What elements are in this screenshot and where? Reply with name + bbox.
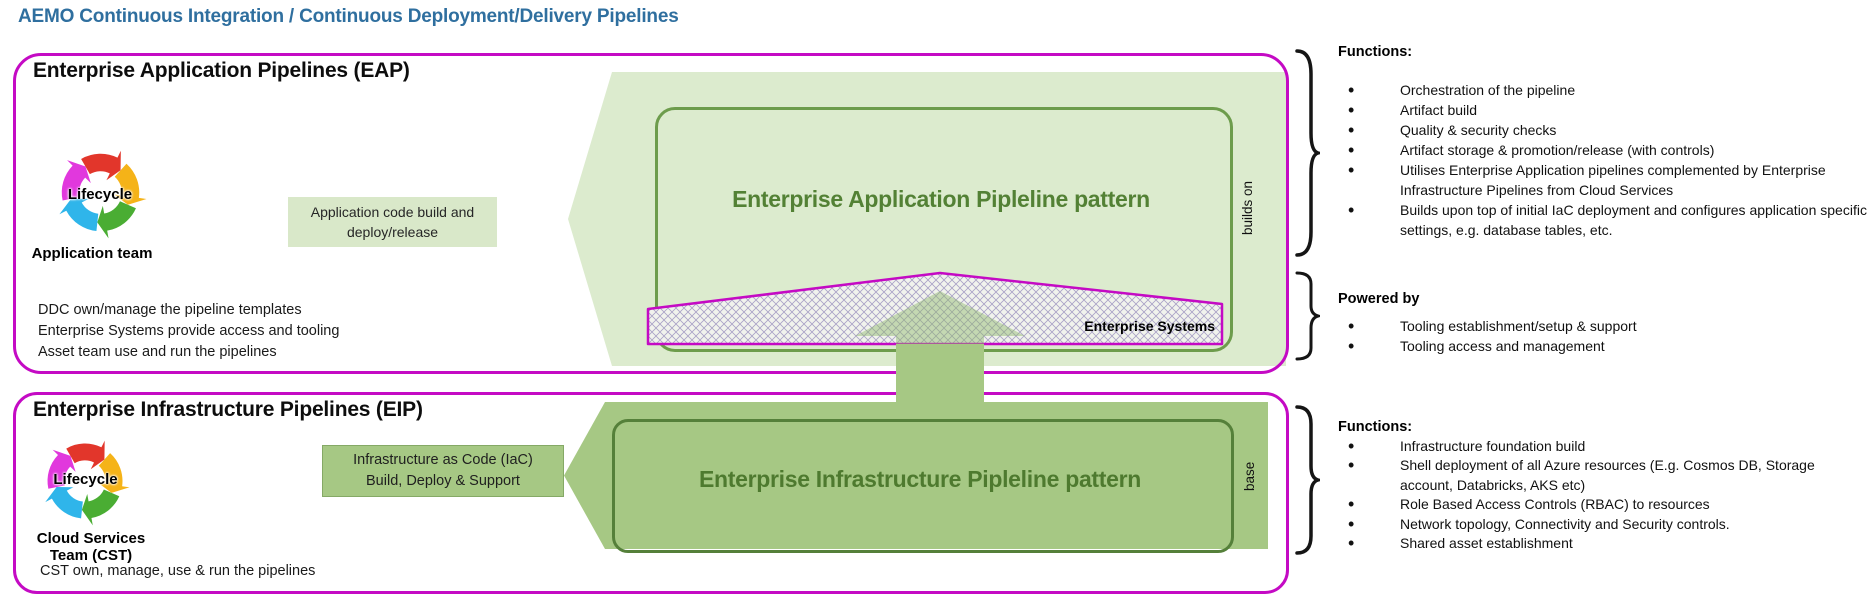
eap-team-label: Application team bbox=[31, 245, 153, 262]
eip-heading: Enterprise Infrastructure Pipelines (EIP… bbox=[33, 398, 423, 421]
eap-functions-heading: Functions: bbox=[1338, 44, 1413, 60]
lifecycle-label: Lifecycle bbox=[67, 186, 133, 203]
powered-by-block: Powered by Tooling establishment/setup &… bbox=[1338, 291, 1868, 356]
eip-function-item: Role Based Access Controls (RBAC) to res… bbox=[1338, 495, 1868, 515]
eip-functions-heading: Functions: bbox=[1338, 419, 1413, 435]
eip-pentagon-shape bbox=[564, 402, 1268, 549]
eip-function-item: Network topology, Connectivity and Secur… bbox=[1338, 515, 1868, 535]
powered-by-heading: Powered by bbox=[1338, 291, 1420, 307]
lifecycle-label: Lifecycle bbox=[53, 471, 118, 488]
eap-note-line: Asset team use and run the pipelines bbox=[38, 344, 277, 360]
eip-callout-line1: Infrastructure as Code (IaC) bbox=[353, 452, 533, 468]
eip-function-item: Shared asset establishment bbox=[1338, 534, 1868, 554]
powered-by-list: Tooling establishment/setup & supportToo… bbox=[1338, 316, 1868, 356]
eip-callout-box: Infrastructure as Code (IaC) Build, Depl… bbox=[322, 445, 564, 497]
eip-team-label: Cloud Services Team (CST) bbox=[36, 530, 146, 564]
eap-callout-box: Application code build and deploy/releas… bbox=[288, 197, 497, 247]
powered-by-item: Tooling access and management bbox=[1338, 336, 1868, 356]
eap-pattern-rect bbox=[655, 107, 1233, 352]
eap-function-item: Orchestration of the pipeline bbox=[1338, 80, 1868, 100]
page-title: AEMO Continuous Integration / Continuous… bbox=[18, 6, 679, 27]
eap-function-item: Utilises Enterprise Application pipeline… bbox=[1338, 160, 1868, 200]
eap-pattern-label: Enterprise Application Pipleline pattern bbox=[732, 186, 1150, 212]
curly-brace-powered-by bbox=[1295, 271, 1320, 361]
eip-note: CST own, manage, use & run the pipelines bbox=[40, 563, 316, 579]
powered-by-item: Tooling establishment/setup & support bbox=[1338, 316, 1868, 336]
eip-functions-block: Functions: Infrastructure foundation bui… bbox=[1338, 419, 1868, 554]
eip-function-item: Infrastructure foundation build bbox=[1338, 437, 1868, 457]
eip-callout-line2: Build, Deploy & Support bbox=[366, 473, 520, 489]
eip-pattern-label: Enterprise Infrastructure Pipleline patt… bbox=[698, 466, 1142, 492]
eap-functions-block: Functions: Orchestration of the pipeline… bbox=[1338, 44, 1868, 240]
eap-callout-line2: deploy/release bbox=[346, 224, 439, 240]
eap-heading: Enterprise Application Pipelines (EAP) bbox=[33, 59, 410, 82]
base-label: base bbox=[1242, 461, 1257, 491]
curly-brace-eip-functions bbox=[1295, 405, 1320, 555]
curly-brace-eap-functions bbox=[1295, 49, 1320, 257]
eap-function-item: Artifact build bbox=[1338, 100, 1868, 120]
eip-functions-list: Infrastructure foundation buildShell dep… bbox=[1338, 437, 1868, 554]
eap-note-line: Enterprise Systems provide access and to… bbox=[38, 323, 340, 339]
eap-functions-list: Orchestration of the pipelineArtifact bu… bbox=[1338, 80, 1868, 240]
eap-function-item: Quality & security checks bbox=[1338, 120, 1868, 140]
eap-function-item: Artifact storage & promotion/release (wi… bbox=[1338, 140, 1868, 160]
eap-function-item: Builds upon top of initial IaC deploymen… bbox=[1338, 200, 1868, 240]
eip-function-item: Shell deployment of all Azure resources … bbox=[1338, 456, 1868, 495]
eap-callout-line1: Application code build and bbox=[310, 204, 475, 220]
eip-pattern-rect bbox=[612, 419, 1234, 553]
builds-on-label: builds on bbox=[1240, 180, 1255, 236]
eap-note-line: DDC own/manage the pipeline templates bbox=[38, 302, 302, 318]
enterprise-systems-label: Enterprise Systems bbox=[1084, 318, 1215, 334]
